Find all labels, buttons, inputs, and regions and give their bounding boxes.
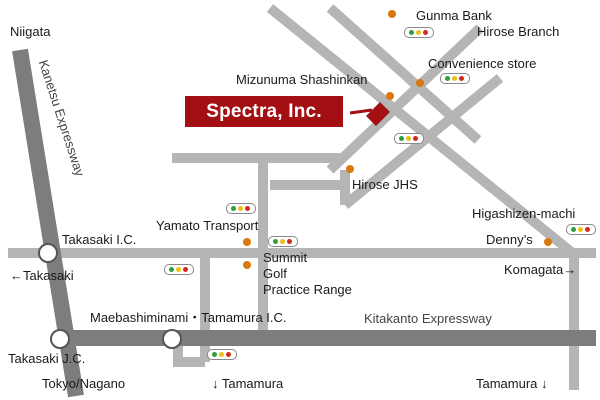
hirose-jhs-label: Hirose JHS: [352, 177, 418, 192]
to-tamamura-east-label: Tamamura ↓: [476, 376, 548, 391]
landmark-dot-icon: [386, 92, 394, 100]
traffic-light-icon: [164, 264, 194, 275]
tokyo-nagano-label: Tokyo/Nagano: [42, 376, 126, 391]
summit-label: Summit: [263, 250, 308, 265]
company-name-badge: Spectra, Inc.: [185, 96, 343, 127]
landmark-dot-icon: [544, 238, 552, 246]
traffic-light-icon: [207, 349, 237, 360]
niigata-label: Niigata: [10, 24, 51, 39]
practice-range-label: Practice Range: [263, 282, 352, 297]
gunma-bank-label: Gunma Bank: [416, 8, 492, 23]
convenience-store-label: Convenience store: [428, 56, 537, 71]
traffic-light-icon: [566, 224, 596, 235]
to-takasaki-label: ←Takasaki: [10, 268, 74, 283]
traffic-light-icon: [440, 73, 470, 84]
landmark-dot-icon: [416, 79, 424, 87]
junction-icon: [50, 329, 70, 349]
hirose-branch-label: Hirose Branch: [477, 24, 560, 39]
golf-label: Golf: [263, 266, 287, 281]
traffic-light-icon: [404, 27, 434, 38]
yamato-transport-label: Yamato Transport: [156, 218, 259, 233]
landmark-dot-icon: [388, 10, 396, 18]
junction-icon: [38, 243, 58, 263]
landmark-dot-icon: [243, 238, 251, 246]
location-marker-pointer: [349, 108, 373, 115]
junction-icon: [162, 329, 182, 349]
location-marker-icon: [366, 102, 390, 126]
to-tamamura-label: ↓ Tamamura: [212, 376, 284, 391]
landmark-dot-icon: [346, 165, 354, 173]
dennys-label: Denny’s: [486, 232, 533, 247]
traffic-light-icon: [226, 203, 256, 214]
traffic-light-icon: [394, 133, 424, 144]
kitakanto-expressway-label: Kitakanto Expressway: [364, 311, 492, 326]
mizunuma-shashinkan-label: Mizunuma Shashinkan: [236, 72, 368, 87]
maebashiminami-ic-label: Maebashiminami・Tamamura I.C.: [90, 310, 287, 325]
traffic-light-icon: [268, 236, 298, 247]
landmark-dot-icon: [243, 261, 251, 269]
takasaki-ic-label: Takasaki I.C.: [62, 232, 137, 247]
takasaki-jc-label: Takasaki J.C.: [8, 351, 86, 366]
north-diagonal-road-1: [266, 4, 579, 259]
higashizen-machi-label: Higashizen-machi: [472, 206, 576, 221]
northeast-diagonal-road-1: [326, 24, 484, 174]
to-komagata-label: Komagata→: [504, 262, 577, 277]
